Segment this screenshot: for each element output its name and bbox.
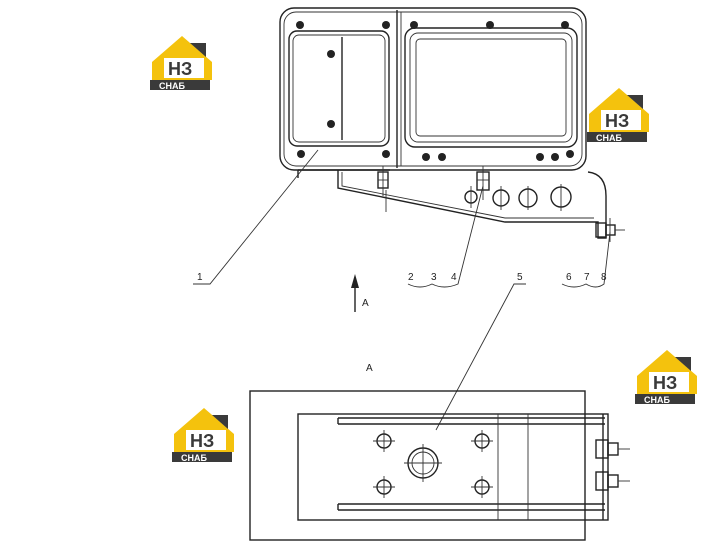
view-arrow-label: A: [362, 298, 369, 309]
section-view-a: [249, 390, 630, 541]
callout-5: 5: [517, 272, 523, 283]
callout-2: 2: [408, 272, 414, 283]
base-plate: [249, 390, 586, 541]
svg-text:СНАБ: СНАБ: [159, 81, 185, 91]
plate-holes: [373, 430, 493, 498]
callout-8: 8: [601, 272, 607, 283]
svg-text:НЗ: НЗ: [605, 111, 629, 131]
bracket-holes: [464, 184, 572, 211]
lamp-housing-outer: [279, 7, 587, 171]
watermark-logo: НЗ СНАБ: [150, 36, 212, 91]
svg-text:СНАБ: СНАБ: [181, 453, 207, 463]
callout-4: 4: [451, 272, 457, 283]
callout-6: 6: [566, 272, 572, 283]
view-arrow: A: [351, 274, 369, 312]
right-lens-frame: [404, 27, 578, 148]
watermark-logo: НЗ СНАБ: [635, 350, 697, 405]
bracket-bolt-left: [377, 166, 389, 196]
left-lens-frame: [288, 30, 390, 147]
callout-7: 7: [584, 272, 590, 283]
mounting-bracket: [337, 170, 607, 239]
svg-text:НЗ: НЗ: [190, 431, 214, 451]
lamp-housing-inner-outline: [283, 11, 583, 167]
callouts: 1 2 3 4 6 7 8 5: [193, 149, 611, 431]
side-bolts-view-a: [595, 439, 630, 491]
section-view-label: A: [366, 363, 373, 374]
watermark-logo: НЗ СНАБ: [587, 88, 649, 143]
svg-text:НЗ: НЗ: [168, 59, 192, 79]
svg-text:НЗ: НЗ: [653, 373, 677, 393]
side-bolt: [595, 218, 625, 242]
lamp-assembly: [279, 7, 625, 242]
svg-text:СНАБ: СНАБ: [644, 395, 670, 405]
callout-1: 1: [197, 272, 203, 283]
housing-screws: [296, 21, 574, 161]
watermark-logo: НЗ СНАБ: [172, 408, 234, 463]
svg-text:СНАБ: СНАБ: [596, 133, 622, 143]
bracket-plate: [297, 413, 609, 521]
bracket-bolt-middle: [476, 166, 490, 200]
callout-3: 3: [431, 272, 437, 283]
